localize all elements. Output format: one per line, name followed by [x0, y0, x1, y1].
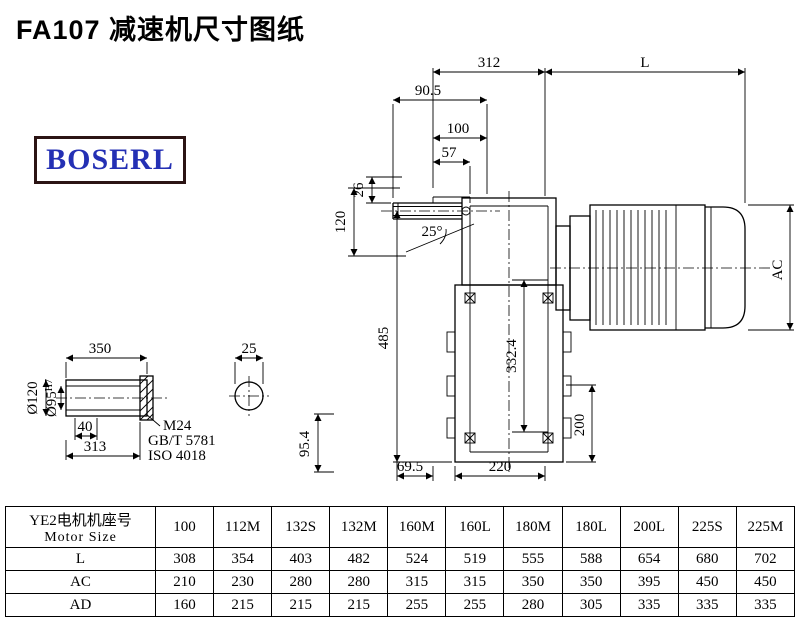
dim-cell: 210	[154, 570, 215, 594]
boserl-logo-text: BOSERL	[46, 143, 174, 176]
row-label: L	[5, 547, 156, 571]
dim-cell: 280	[503, 593, 563, 617]
dim-cell: 230	[213, 570, 273, 594]
dim-69-5-label: 69.5	[397, 459, 423, 475]
dim-L-label: L	[640, 55, 649, 71]
row-label: AC	[5, 570, 156, 594]
housing-ribs	[446, 331, 572, 439]
note-m24-label: M24	[163, 418, 192, 434]
motor-size-header: YE2电机机座号 Motor Size	[5, 506, 156, 548]
note-iso-label: ISO 4018	[148, 448, 206, 464]
col-header: 225S	[677, 506, 737, 548]
dim-cell: 450	[677, 570, 737, 594]
dim-350-label: 350	[89, 341, 112, 357]
table-row-AD: AD 160 215 215 215 255 255 280 305 335 3…	[5, 593, 796, 617]
dimension-annotations: 312 L 90.5 100 57 26 120 25° 485 332.4	[333, 55, 794, 481]
dim-313-label: 313	[84, 439, 107, 455]
dim-dia95-label: Ø95H7	[44, 379, 60, 417]
dim-cell: 588	[561, 547, 621, 571]
motor-size-table: YE2电机机座号 Motor Size 100 112M 132S 132M 1…	[5, 506, 796, 617]
corner-bolt-symbols	[464, 292, 554, 444]
dim-cell: 215	[271, 593, 331, 617]
dim-cell: 335	[619, 593, 679, 617]
dim-95-4-label: 95.4	[297, 430, 313, 457]
boserl-logo: BOSERL	[34, 136, 186, 184]
dim-200-label: 200	[572, 414, 588, 437]
technical-drawing: 312 L 90.5 100 57 26 120 25° 485 332.4	[25, 55, 794, 481]
row-label: AD	[5, 593, 156, 617]
table-header-row: YE2电机机座号 Motor Size 100 112M 132S 132M 1…	[5, 506, 796, 548]
col-header: 180M	[503, 506, 563, 548]
dim-26-label: 26	[351, 182, 367, 198]
dim-cell: 450	[735, 570, 796, 594]
dim-cell: 654	[619, 547, 679, 571]
dim-57-label: 57	[442, 145, 458, 161]
dim-cell: 335	[677, 593, 737, 617]
table-row-AC: AC 210 230 280 280 315 315 350 350 395 4…	[5, 570, 796, 594]
dim-485-label: 485	[376, 327, 392, 350]
dim-AC-label: AC	[770, 260, 786, 281]
dim-cell: 315	[445, 570, 505, 594]
dim-dia120-label: Ø120	[25, 381, 41, 414]
motor-outline	[550, 204, 772, 331]
dim-cell: 315	[387, 570, 447, 594]
dim-cell: 215	[213, 593, 273, 617]
dim-cell: 519	[445, 547, 505, 571]
dim-120-label: 120	[333, 211, 349, 234]
motor-fins	[595, 210, 667, 325]
page-title: FA107 减速机尺寸图纸	[16, 15, 306, 45]
gearbox-outline	[381, 191, 572, 472]
dim-cell: 305	[561, 593, 621, 617]
col-header: 160M	[387, 506, 447, 548]
dim-cell: 255	[445, 593, 505, 617]
motor-size-header-cn: YE2电机机座号	[29, 512, 132, 529]
dim-cell: 350	[561, 570, 621, 594]
dim-cell: 403	[271, 547, 331, 571]
dim-cell: 215	[329, 593, 389, 617]
dim-90-5-label: 90.5	[415, 83, 441, 99]
dim-cell: 280	[329, 570, 389, 594]
dim-cell: 308	[154, 547, 215, 571]
col-header: 112M	[213, 506, 273, 548]
col-header: 160L	[445, 506, 505, 548]
hatch-lines	[139, 375, 154, 421]
bolt-detail-circle: 25	[229, 341, 269, 416]
dim-cell: 702	[735, 547, 796, 571]
col-header: 132S	[271, 506, 331, 548]
col-header: 100	[154, 506, 215, 548]
dim-cell: 335	[735, 593, 796, 617]
dim-cell: 395	[619, 570, 679, 594]
col-header: 180L	[561, 506, 621, 548]
shaft-detail: 350 Ø120 Ø95H7 40 313 M24 GB/T 5781 ISO …	[25, 341, 334, 473]
fan-cowl	[705, 206, 746, 329]
dim-100-label: 100	[447, 121, 470, 137]
dim-25deg-label: 25°	[422, 224, 443, 240]
dim-cell: 255	[387, 593, 447, 617]
col-header: 225M	[735, 506, 796, 548]
dim-332-4-label: 332.4	[504, 339, 520, 373]
dim-cell: 482	[329, 547, 389, 571]
dim-40-label: 40	[78, 419, 93, 435]
dim-312-label: 312	[478, 55, 501, 71]
dim-cell: 280	[271, 570, 331, 594]
table-row-L: L 308 354 403 482 524 519 555 588 654 68…	[5, 547, 796, 571]
dim-cell: 350	[503, 570, 563, 594]
dim-cell: 680	[677, 547, 737, 571]
motor-size-header-en: Motor Size	[44, 529, 117, 545]
dim-cell: 524	[387, 547, 447, 571]
dim-cell: 160	[154, 593, 215, 617]
col-header: 200L	[619, 506, 679, 548]
dim-25-label: 25	[242, 341, 257, 357]
dim-cell: 555	[503, 547, 563, 571]
dim-cell: 354	[213, 547, 273, 571]
col-header: 132M	[329, 506, 389, 548]
note-gbt-label: GB/T 5781	[148, 433, 216, 449]
dim-220-label: 220	[489, 459, 512, 475]
